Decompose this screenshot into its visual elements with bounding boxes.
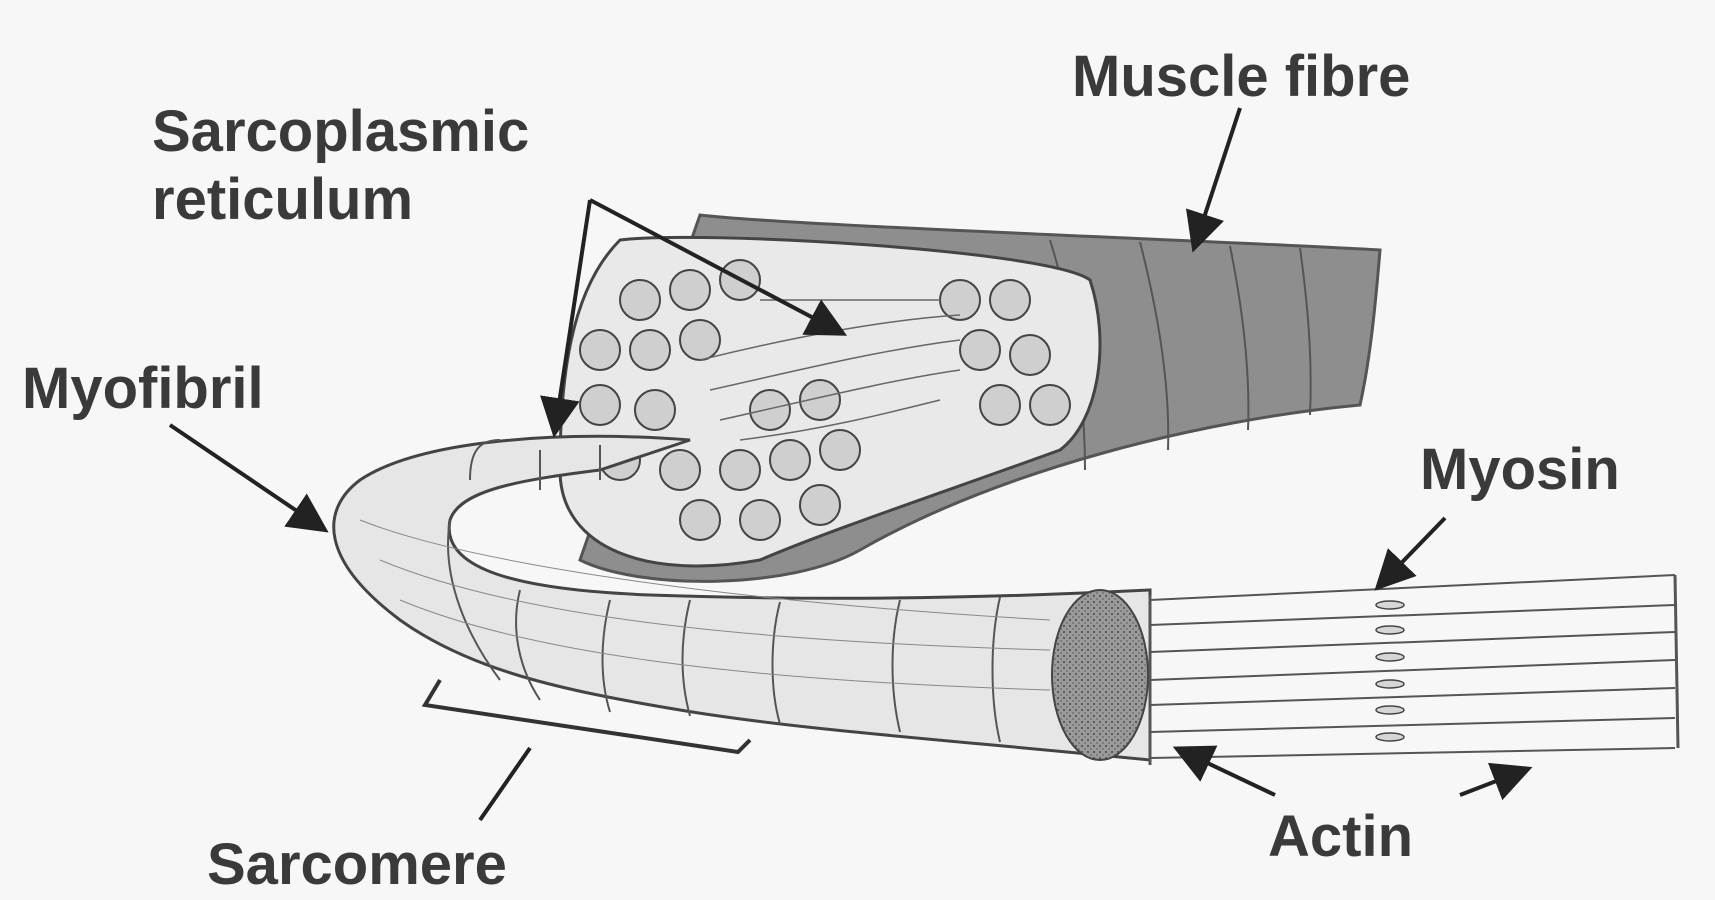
label-sarcoplasmic-line1: Sarcoplasmic	[152, 100, 529, 164]
myofibril-arrow	[170, 425, 322, 528]
label-actin: Actin	[1268, 805, 1413, 869]
label-myofibril: Myofibril	[22, 357, 264, 421]
label-sarcoplasmic-line2: reticulum	[152, 168, 413, 232]
filaments-bundle	[1150, 575, 1678, 765]
fibre-cross-section	[560, 237, 1100, 566]
label-myosin: Myosin	[1420, 438, 1620, 502]
label-muscle-fibre: Muscle fibre	[1072, 45, 1410, 109]
label-sarcomere: Sarcomere	[207, 833, 507, 897]
sarcomere-leader	[480, 748, 530, 820]
myosin-arrow	[1380, 518, 1445, 585]
actin-arrow-right	[1460, 770, 1525, 795]
myofibril-cut-end	[1052, 590, 1148, 760]
muscle-fibre-arrow	[1195, 108, 1240, 245]
